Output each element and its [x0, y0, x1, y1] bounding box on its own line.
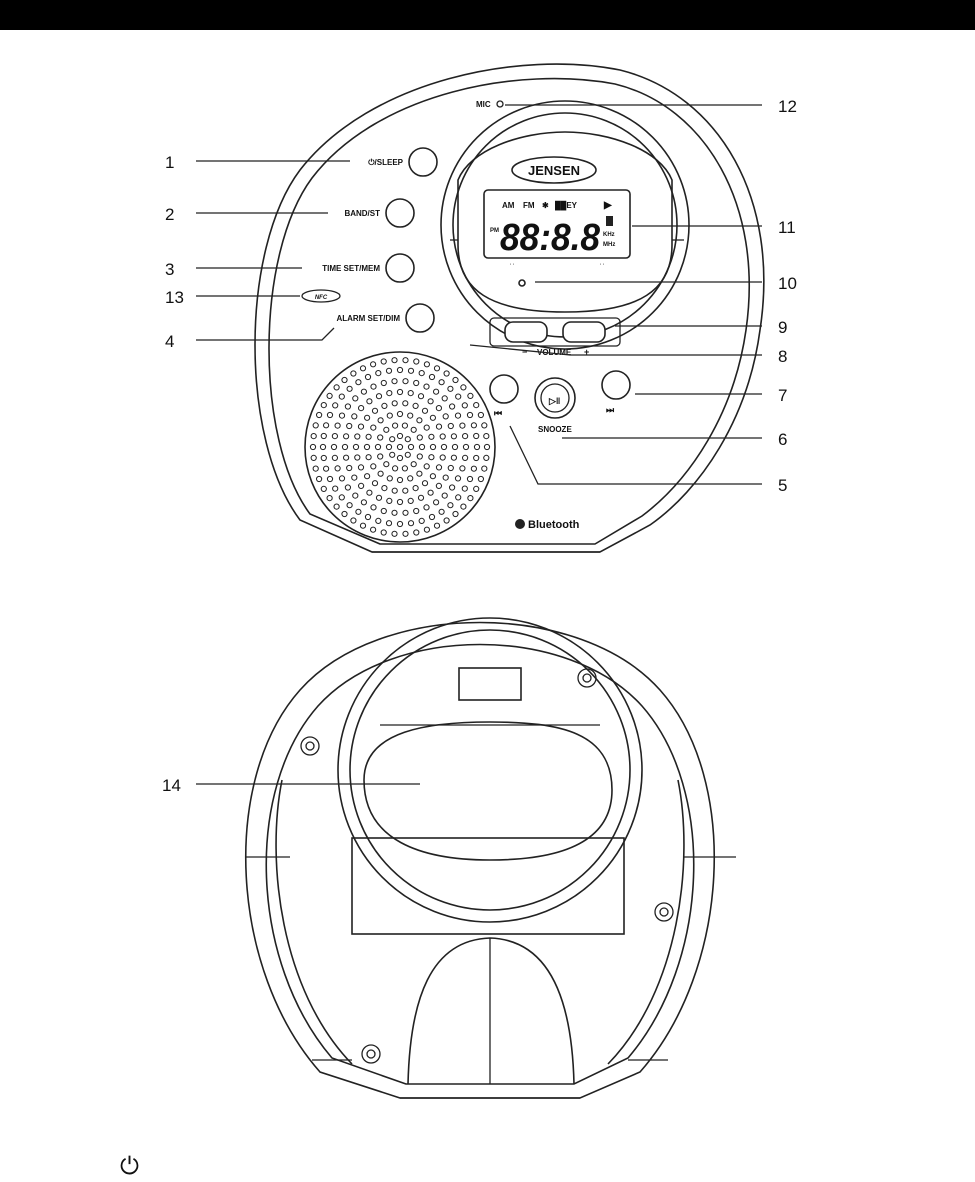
speaker-holes	[310, 358, 489, 537]
callout-1: 1	[165, 153, 174, 172]
callout-5: 5	[778, 476, 787, 495]
brand-logo: JENSEN	[528, 163, 580, 178]
sleep-button[interactable]	[409, 148, 437, 176]
svg-text:' ': ' '	[600, 264, 604, 270]
lcd-bluetooth-icon: ✱	[542, 201, 549, 210]
volume-minus-label: −	[522, 347, 527, 357]
mic-label: MIC	[476, 100, 491, 109]
back-view: 14	[162, 618, 736, 1098]
lcd-fm: FM	[523, 201, 535, 210]
callout-6: 6	[778, 430, 787, 449]
callout-11: 11	[778, 218, 796, 237]
callout-12: 12	[778, 97, 797, 116]
back-stand	[408, 938, 574, 1084]
leader-line-5	[510, 426, 762, 484]
previous-button[interactable]	[490, 375, 518, 403]
callout-13: 13	[165, 288, 184, 307]
lcd-pm: PM	[490, 228, 499, 234]
callout-7: 7	[778, 386, 787, 405]
callout-8: 8	[778, 347, 787, 366]
mirror-ring-outer	[338, 618, 642, 922]
power-icon: ⏻	[120, 1152, 139, 1180]
previous-icon: ⏮	[494, 408, 502, 418]
next-button[interactable]	[602, 371, 630, 399]
lcd-khz: KHz	[603, 232, 615, 238]
callout-2: 2	[165, 205, 174, 224]
lcd-badge: ██EY	[555, 200, 578, 211]
speaker-grille	[305, 352, 495, 542]
mirror-glass	[364, 722, 612, 860]
time-set-label: TIME SET/MEM	[322, 264, 380, 273]
callout-10: 10	[778, 274, 797, 293]
volume-down-button[interactable]	[505, 322, 547, 342]
callout-4: 4	[165, 332, 174, 351]
play-pause-icon: ▷‖	[548, 396, 560, 406]
lcd-digits: 88:8.8	[500, 217, 601, 259]
snooze-label: SNOOZE	[538, 425, 572, 434]
bluetooth-icon	[515, 519, 525, 529]
lcd-mhz: MHz	[603, 242, 615, 248]
callout-14: 14	[162, 776, 181, 795]
leader-line-4	[196, 328, 334, 340]
front-body-outline	[255, 64, 764, 552]
alarm-set-label: ALARM SET/DIM	[336, 314, 400, 323]
band-st-button[interactable]	[386, 199, 414, 227]
next-icon: ⏭	[606, 405, 615, 415]
time-set-button[interactable]	[386, 254, 414, 282]
nfc-label: NFC	[315, 295, 328, 301]
lcd-battery-icon	[606, 216, 613, 226]
bluetooth-label: Bluetooth	[528, 519, 580, 531]
lcd-play-icon: ▶	[603, 200, 613, 211]
front-body-inner-outline	[269, 79, 749, 544]
lcd-tick-marks: ' '	[510, 264, 514, 270]
sleep-label: ⏻/SLEEP	[368, 158, 403, 167]
lcd-am: AM	[502, 201, 515, 210]
alarm-set-button[interactable]	[406, 304, 434, 332]
front-view: JENSEN AM FM ✱ ██EY ▶ PM 88:8.8 KHz MHz …	[165, 64, 797, 552]
light-sensor	[519, 280, 525, 286]
callout-9: 9	[778, 318, 787, 337]
mic-hole	[497, 101, 503, 107]
mirror-ring-inner	[350, 630, 630, 910]
volume-up-button[interactable]	[563, 322, 605, 342]
mirror-hinge	[459, 668, 521, 700]
band-st-label: BAND/ST	[344, 209, 380, 218]
callout-3: 3	[165, 260, 174, 279]
